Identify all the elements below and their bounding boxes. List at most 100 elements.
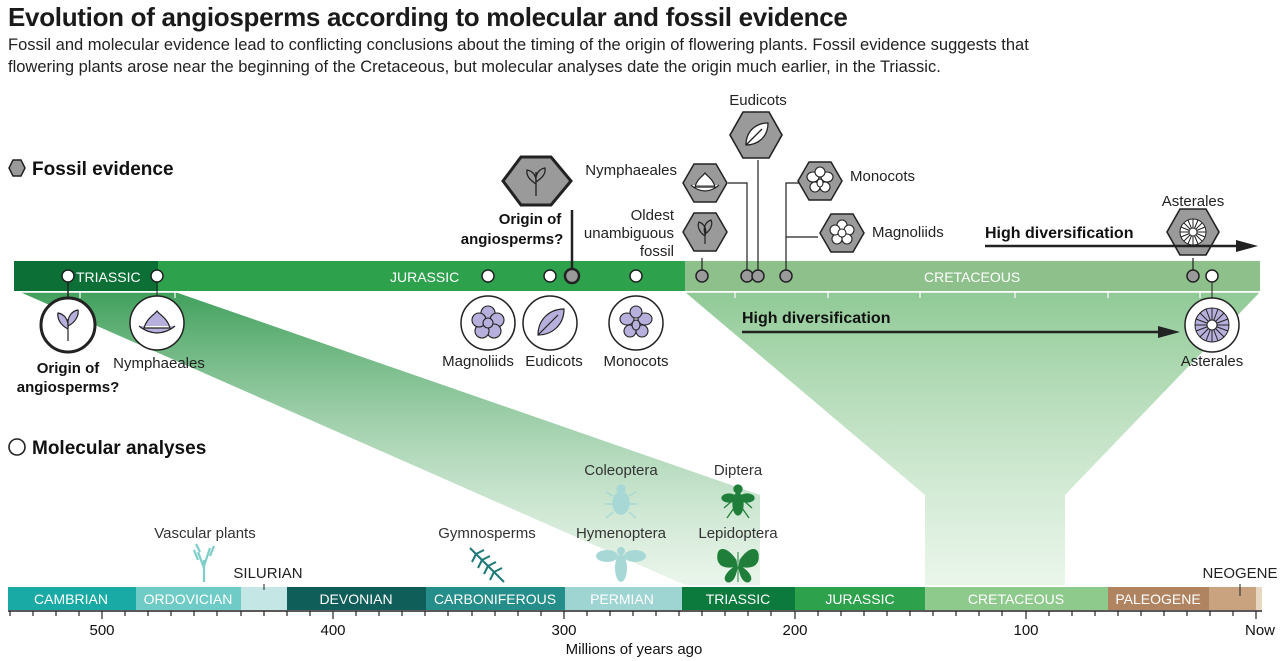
top-bar-triassic: TRIASSIC — [76, 269, 141, 285]
mol-high-div-label: High diversification — [742, 310, 890, 327]
fossil-marker-origin — [563, 267, 581, 285]
sprout-icon — [697, 219, 713, 244]
top-period-bar: TRIASSIC JURASSIC CRETACEOUS — [14, 261, 1260, 298]
fossil-magnoliids-label: Magnoliids — [872, 224, 944, 241]
sprout-icon — [57, 309, 79, 341]
vascular-plants-label: Vascular plants — [154, 525, 255, 542]
fossil-asterales-hex — [1166, 208, 1220, 256]
orchid-icon — [806, 166, 834, 193]
label-carboniferous: CARBONIFEROUS — [434, 591, 556, 607]
geologic-timeline: CAMBRIAN ORDOVICIAN DEVONIAN CARBONIFERO… — [8, 565, 1278, 658]
coleoptera: Coleoptera — [584, 462, 658, 519]
molecular-high-diversification: High diversification — [742, 310, 1180, 338]
fossil-monocots-label: Monocots — [850, 168, 915, 185]
hexagon-icon — [8, 159, 26, 177]
fossil-high-diversification: High diversification — [985, 225, 1258, 252]
mol-nymphaeales-circle — [129, 295, 185, 351]
fossil-marker-mono-magno — [779, 269, 793, 283]
fossil-eudicots-label: Eudicots — [729, 92, 787, 109]
fossil-oldest-label-2: unambiguous — [584, 225, 674, 242]
mol-monocots-circle — [608, 295, 664, 351]
tick-200: 200 — [782, 622, 807, 639]
label-paleogene: PALEOGENE — [1115, 591, 1200, 607]
mol-magnoliids-circle — [460, 295, 516, 351]
fossil-origin-label-1: Origin of — [499, 211, 562, 228]
magnolia-icon — [471, 305, 505, 339]
gymnosperms: Gymnosperms — [438, 525, 536, 583]
fossil-marker-nymphaeales — [740, 269, 754, 283]
label-silurian: SILURIAN — [233, 565, 302, 582]
fossil-asterales-label: Asterales — [1162, 193, 1225, 210]
vascular-plants: Vascular plants — [154, 525, 256, 582]
bee-icon — [596, 547, 646, 582]
magnolia-icon — [829, 219, 855, 245]
butterfly-icon — [717, 549, 759, 583]
molecular-projection — [20, 292, 760, 585]
hymenoptera-label: Hymenoptera — [576, 525, 667, 542]
page-subtitle: Fossil and molecular evidence lead to co… — [8, 36, 1029, 76]
fossil-origin-label-2: angiosperms? — [461, 231, 564, 248]
legend-fossil-label: Fossil evidence — [32, 159, 174, 180]
period-triassic — [682, 587, 795, 610]
legend-molecular-label: Molecular analyses — [32, 438, 206, 459]
label-triassic: TRIASSIC — [706, 591, 771, 607]
mol-eudicots-circle — [522, 295, 578, 351]
fly-icon — [721, 484, 755, 519]
beetle-icon — [605, 484, 637, 519]
fossil-marker-asterales — [1186, 269, 1200, 283]
fossil-oldest-label-1: Oldest — [631, 207, 675, 224]
molecular-markers — [61, 269, 1219, 302]
mol-monocots-label: Monocots — [603, 353, 668, 370]
label-devonian: DEVONIAN — [319, 591, 392, 607]
tick-400: 400 — [320, 622, 345, 639]
fossil-oldest-hex — [682, 212, 728, 252]
marker-asterales — [1205, 269, 1219, 283]
lepidoptera: Lepidoptera — [698, 525, 778, 583]
label-permian: PERMIAN — [590, 591, 654, 607]
marker-monocots — [629, 269, 643, 283]
marker-magnoliids — [481, 269, 495, 283]
period-permian — [565, 587, 682, 610]
daisy-icon — [1194, 307, 1230, 343]
period-cambrian — [8, 587, 136, 610]
lepidoptera-label: Lepidoptera — [698, 525, 778, 542]
fossil-nymphaeales-label: Nymphaeales — [585, 162, 677, 179]
fern-icon — [469, 547, 505, 583]
marker-nymphaeales — [150, 269, 164, 283]
marker-origin — [61, 269, 75, 283]
diptera-label: Diptera — [714, 462, 763, 479]
leaf-icon — [745, 122, 769, 146]
period-devonian — [287, 587, 426, 610]
label-ordovician: ORDOVICIAN — [144, 591, 233, 607]
fossil-marker-oldest — [695, 269, 709, 283]
axis-label: Millions of years ago — [566, 641, 703, 658]
fossil-monocots-hex — [797, 161, 843, 201]
legend-fossil: Fossil evidence — [8, 159, 174, 180]
arrow-right-icon — [1236, 240, 1258, 252]
diptera: Diptera — [714, 462, 763, 519]
mol-origin-label-1: Origin of — [37, 360, 100, 377]
orchid-icon — [619, 305, 653, 338]
arrow-right-icon — [1158, 326, 1180, 338]
fossil-nymphaeales-hex — [682, 163, 728, 203]
mol-asterales-circle — [1184, 297, 1240, 353]
period-ordovician — [136, 587, 241, 610]
daisy-icon — [1179, 218, 1207, 246]
fossil-marker-eudicots — [751, 269, 765, 283]
label-jurassic: JURASSIC — [825, 591, 894, 607]
label-neogene: NEOGENE — [1202, 565, 1277, 582]
top-bar-jurassic: JURASSIC — [390, 269, 459, 285]
period-silurian — [241, 587, 287, 610]
label-cretaceous: CRETACEOUS — [968, 591, 1064, 607]
lotus-icon — [690, 172, 720, 192]
label-cambrian: CAMBRIAN — [34, 591, 108, 607]
tick-now: Now — [1245, 622, 1275, 639]
sprout-icon — [526, 167, 546, 196]
mol-nymphaeales-label: Nymphaeales — [113, 355, 205, 372]
mol-asterales-label: Asterales — [1181, 353, 1244, 370]
period-carboniferous — [426, 587, 565, 610]
period-neogene — [1209, 587, 1256, 610]
lotus-icon — [138, 310, 176, 334]
fossil-origin-hex — [501, 155, 573, 207]
fossil-projection — [685, 292, 1260, 585]
